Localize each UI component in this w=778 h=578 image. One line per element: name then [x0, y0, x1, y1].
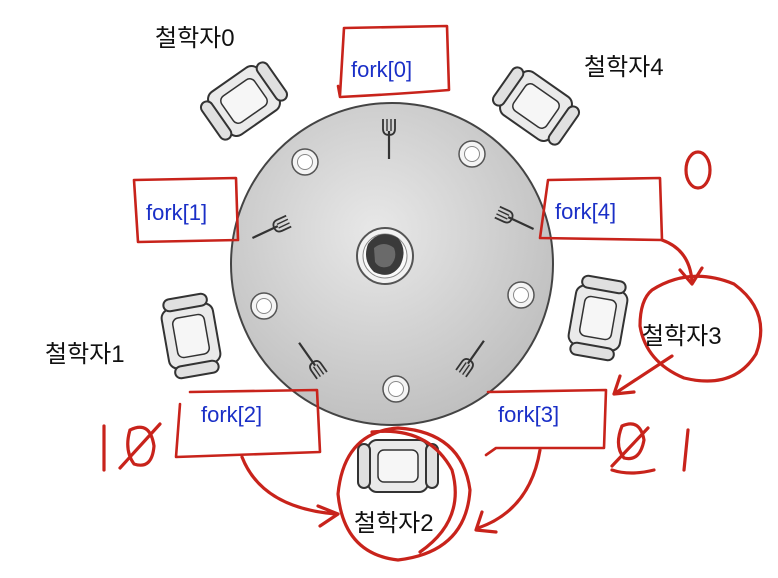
arrow-fork3-to-philosopher2 [474, 448, 542, 534]
chair-philosopher-0 [195, 55, 293, 147]
philosopher-label-1: 철학자1 [45, 341, 125, 368]
philosopher-label-4: 철학자4 [584, 54, 664, 81]
one-mark-right [682, 428, 690, 472]
chair-philosopher-4 [487, 60, 585, 152]
fork0-box [336, 24, 451, 99]
plate-top-left [291, 148, 319, 176]
arrow-philosopher3-to-fork3 [612, 354, 674, 396]
chair-philosopher-3 [564, 273, 632, 363]
fork-label-1: fork[1] [146, 200, 207, 225]
plate-top-right [458, 140, 486, 168]
philosopher-label-0: 철학자0 [155, 25, 235, 52]
fork-label-2: fork[2] [201, 402, 262, 427]
plate-bottom [382, 375, 410, 403]
circle-philosopher2 [336, 426, 472, 562]
chair-philosopher-2 [357, 439, 439, 493]
circle-philosopher3 [638, 274, 763, 383]
arrow-fork2-to-philosopher2 [240, 455, 340, 528]
fork3-box [484, 388, 608, 457]
chair-philosopher-1 [157, 291, 225, 381]
philosopher-label-2: 철학자2 [354, 510, 434, 537]
fork2-box [174, 388, 322, 459]
fork-label-4: fork[4] [555, 199, 616, 224]
zero-mark-right [684, 150, 712, 190]
zero-slash-mark-left [118, 422, 162, 470]
philosopher-label-3: 철학자3 [642, 323, 722, 350]
center-dish [356, 227, 414, 285]
plate-left [250, 292, 278, 320]
zero-slash-mark-right [610, 422, 656, 475]
plate-right [507, 281, 535, 309]
fork-label-0: fork[0] [351, 57, 412, 82]
fork1-box [132, 176, 240, 244]
fork-label-3: fork[3] [498, 402, 559, 427]
